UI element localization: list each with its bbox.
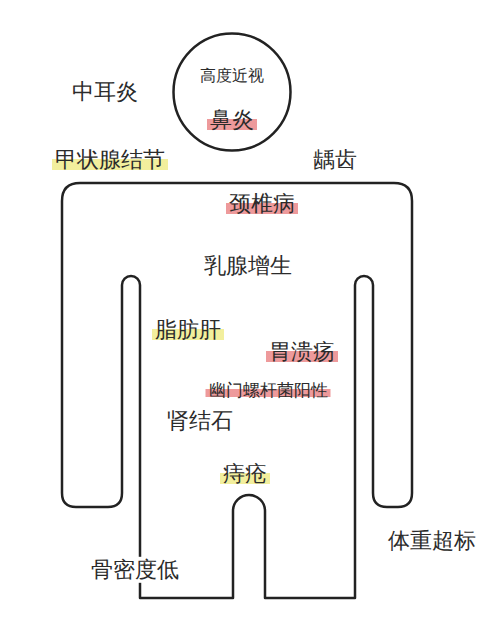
body-shape xyxy=(62,183,412,598)
condition-text: 乳腺增生 xyxy=(201,253,295,279)
condition-text: 脂肪肝 xyxy=(152,317,224,343)
head-outline xyxy=(174,34,291,151)
condition-label: 中耳炎 xyxy=(69,79,141,105)
condition-text: 颈椎病 xyxy=(226,191,298,217)
condition-text: 肾结石 xyxy=(164,408,236,434)
condition-label: 甲状腺结节 xyxy=(52,147,168,173)
condition-text: 高度近视 xyxy=(197,66,267,85)
condition-label: 体重超标 xyxy=(385,528,479,554)
condition-text: 鼻炎 xyxy=(207,107,257,133)
body-outline: 颈椎病乳腺增生脂肪肝胃溃疡幽门螺杆菌阳性肾结石痔疮 xyxy=(60,181,414,600)
condition-text: 痔疮 xyxy=(220,461,270,487)
head-circle: 高度近视鼻炎 xyxy=(172,32,292,152)
condition-text: 幽门螺杆菌阳性 xyxy=(206,380,331,400)
outline-svg xyxy=(172,32,292,152)
condition-label: 骨密度低 xyxy=(88,557,182,583)
condition-label: 龋齿 xyxy=(310,147,360,173)
condition-text: 胃溃疡 xyxy=(266,339,338,365)
